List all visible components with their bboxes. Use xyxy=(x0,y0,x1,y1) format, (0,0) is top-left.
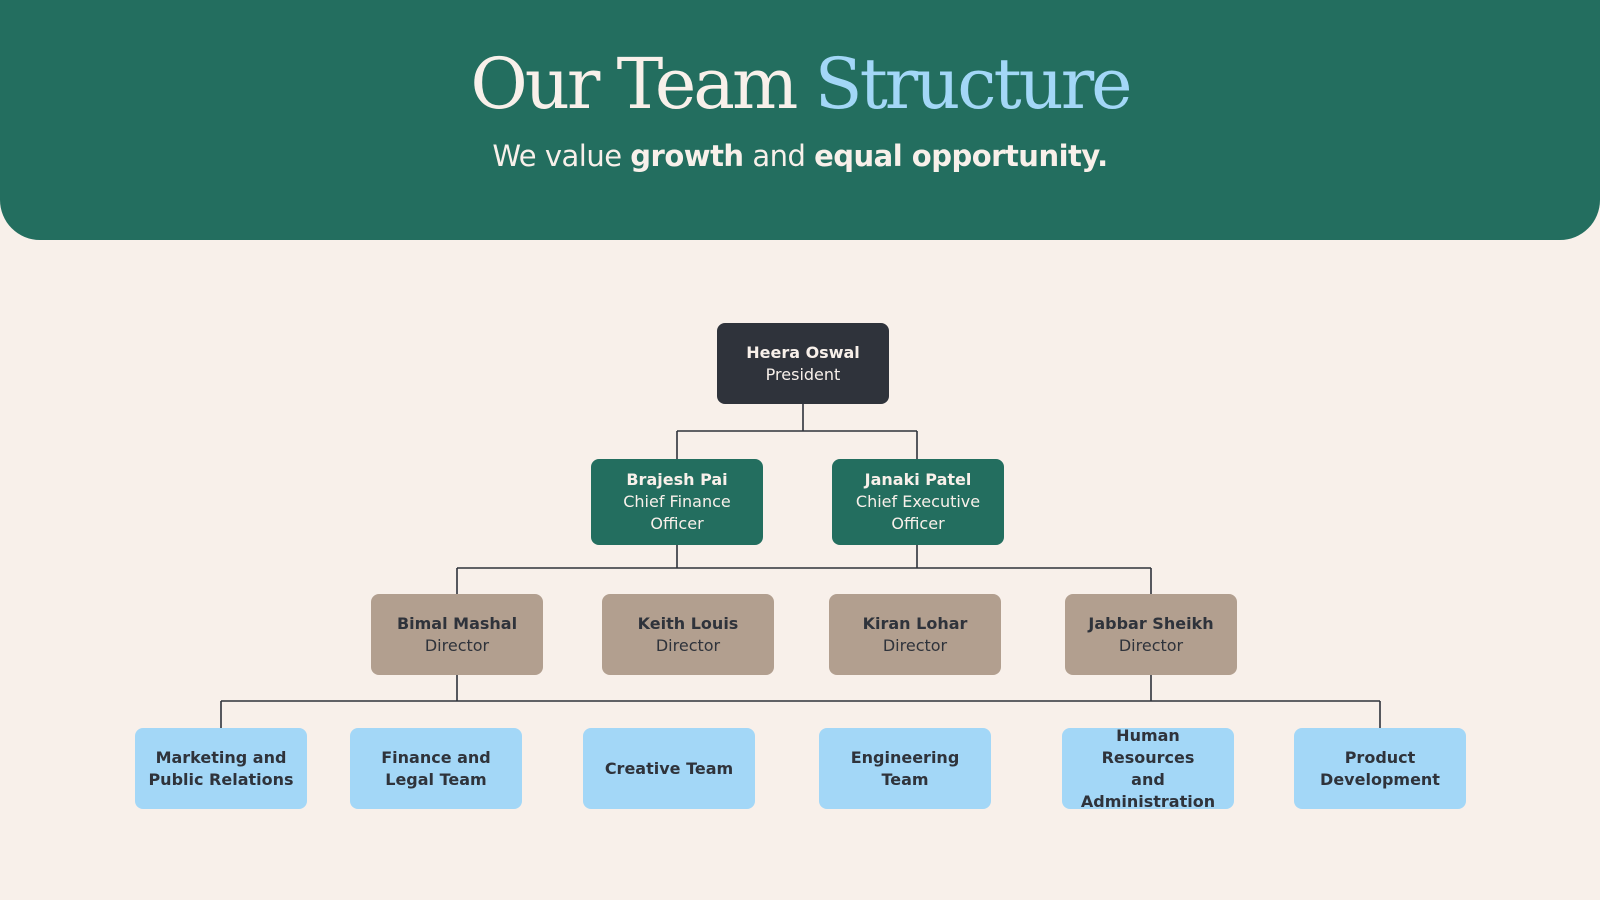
subtitle-middle: and xyxy=(752,139,806,173)
subtitle-bold-2: equal opportunity. xyxy=(814,139,1108,173)
executive-name: Janaki Patel xyxy=(864,470,972,489)
title-part-2: Structure xyxy=(814,43,1133,125)
executive-name: Brajesh Pai xyxy=(626,470,728,489)
director-name: Keith Louis xyxy=(637,613,739,633)
team-label: Engineering Team xyxy=(850,747,960,789)
connector-directors-teams xyxy=(220,675,1381,728)
page-title: Our Team Structure xyxy=(0,42,1600,126)
title-part-1: Our Team xyxy=(470,43,798,125)
president-role: President xyxy=(765,364,841,384)
header-banner: Our Team Structure We value growth and e… xyxy=(0,0,1600,240)
director-name: Bimal Mashal xyxy=(396,613,518,633)
team-box-product: Product Development xyxy=(1294,728,1466,809)
director-box: Bimal Mashal Director xyxy=(371,594,543,675)
director-role: Director xyxy=(882,635,948,655)
team-box-marketing: Marketing and Public Relations xyxy=(135,728,307,809)
subtitle-bold-1: growth xyxy=(630,139,744,173)
director-name: Jabbar Sheikh xyxy=(1088,613,1214,633)
executive-box-ceo: Janaki Patel Chief Executive Officer xyxy=(832,459,1004,545)
team-label: Product Development xyxy=(1320,747,1440,789)
team-box-engineering: Engineering Team xyxy=(819,728,991,809)
team-box-creative: Creative Team xyxy=(583,728,755,809)
president-name: Heera Oswal xyxy=(746,342,860,362)
director-role: Director xyxy=(1118,635,1184,655)
team-box-finance-legal: Finance and Legal Team xyxy=(350,728,522,809)
director-name: Kiran Lohar xyxy=(862,613,968,633)
connector-executives-directors xyxy=(456,545,1152,594)
team-label: Creative Team xyxy=(604,758,734,778)
page-subtitle: We value growth and equal opportunity. xyxy=(0,139,1600,174)
executive-role: Chief Finance Officer xyxy=(623,492,731,533)
director-role: Director xyxy=(424,635,490,655)
president-box: Heera Oswal President xyxy=(717,323,889,404)
director-box: Kiran Lohar Director xyxy=(829,594,1001,675)
team-label: Human Resources and Administration xyxy=(1080,725,1216,811)
subtitle-prefix: We value xyxy=(492,139,622,173)
executive-box-cfo: Brajesh Pai Chief Finance Officer xyxy=(591,459,763,545)
team-label: Finance and Legal Team xyxy=(381,747,491,789)
director-box: Jabbar Sheikh Director xyxy=(1065,594,1237,675)
team-box-hr-admin: Human Resources and Administration xyxy=(1062,726,1234,811)
director-box: Keith Louis Director xyxy=(602,594,774,675)
connector-president-executives xyxy=(676,404,918,459)
team-label: Marketing and Public Relations xyxy=(148,747,294,789)
executive-role: Chief Executive Officer xyxy=(855,492,981,533)
director-role: Director xyxy=(655,635,721,655)
